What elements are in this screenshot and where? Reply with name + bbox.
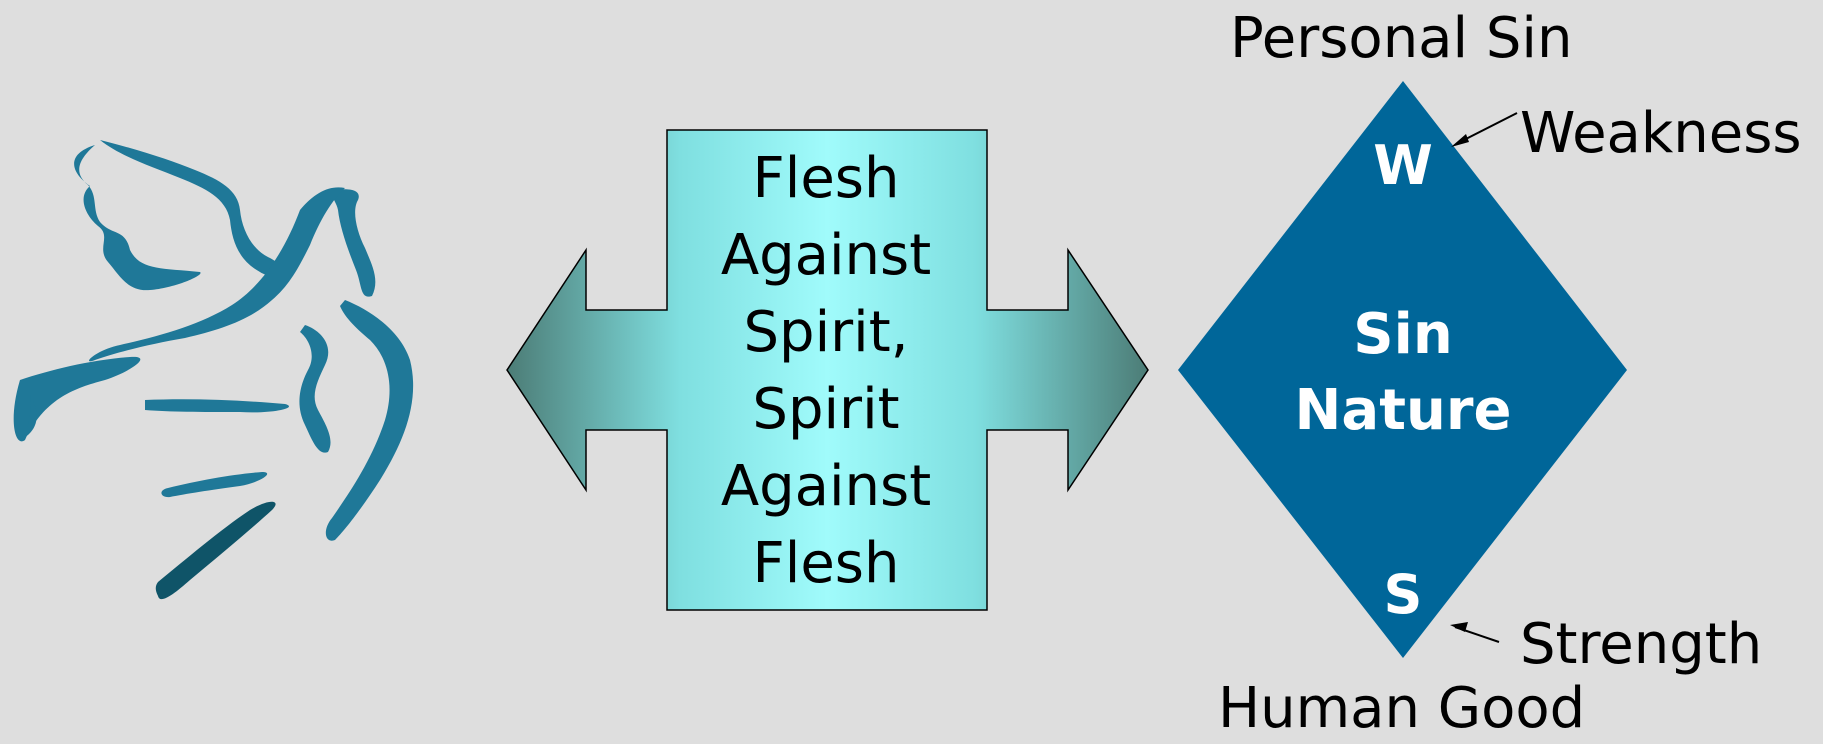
sin-nature-line1: Sin	[1353, 302, 1453, 367]
strength-pointer-arrow	[1450, 622, 1500, 643]
center-line: Flesh	[752, 146, 900, 211]
center-line: Against	[720, 454, 932, 519]
sin-nature-diamond	[1178, 81, 1627, 658]
personal-sin-label: Personal Sin	[1230, 6, 1573, 71]
center-line: Against	[720, 223, 932, 288]
weakness-letter: W	[1373, 134, 1433, 197]
dove-icon	[13, 140, 414, 600]
cross-arrow-shape	[506, 129, 1149, 611]
center-line: Spirit,	[743, 300, 909, 365]
strength-letter: S	[1383, 563, 1423, 626]
human-good-label: Human Good	[1218, 676, 1586, 741]
weakness-pointer-arrow	[1451, 112, 1518, 147]
sin-nature-line2: Nature	[1294, 378, 1512, 443]
center-box-text: Flesh Against Spirit, Spirit Against Fle…	[667, 140, 985, 602]
center-line: Flesh	[752, 531, 900, 596]
strength-label: Strength	[1520, 612, 1763, 677]
center-line: Spirit	[752, 377, 900, 442]
weakness-label: Weakness	[1520, 101, 1802, 166]
